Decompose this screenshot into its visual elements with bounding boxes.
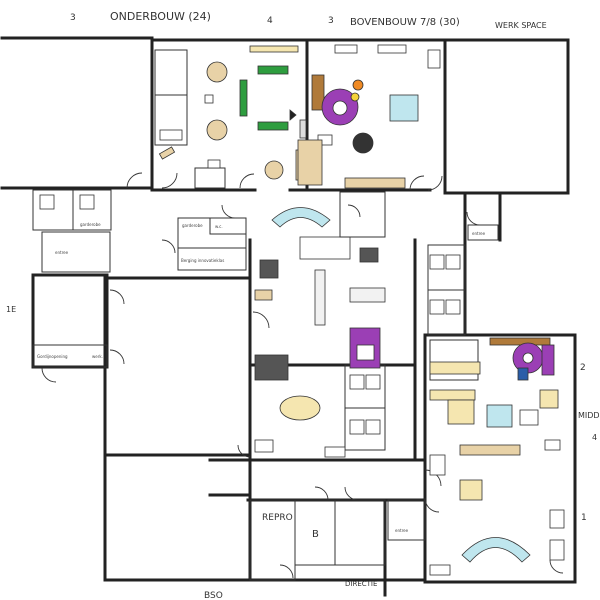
label-4: 4	[267, 16, 273, 26]
label-3-top-left: 3	[70, 13, 76, 23]
label-41: 4	[592, 433, 597, 442]
label-3-mid: 3	[328, 16, 334, 26]
label-garderobe-left: garderobe	[80, 222, 101, 227]
label-2: 2	[580, 363, 586, 373]
walls	[0, 36, 577, 597]
furniture-right-wing	[429, 337, 565, 576]
label-wc: w.c.	[215, 224, 223, 229]
thin-walls	[32, 49, 499, 581]
label-gordijnopening: Gordijnopening	[37, 354, 68, 359]
label-berging: Berging innovatieklas	[181, 258, 224, 263]
label-repro: REPRO	[262, 513, 293, 523]
door-swings	[41, 172, 564, 579]
label-middenbouw: MIDDEN	[578, 411, 600, 420]
label-bovenbouw: BOVENBOUW 7/8 (30)	[350, 17, 460, 28]
label-entree-left: entree	[55, 250, 69, 255]
restroom-stalls	[39, 194, 461, 435]
label-entree-right: entree	[472, 231, 486, 236]
furniture-central	[254, 207, 386, 458]
label-werk: werk.	[92, 354, 103, 359]
label-1: 1	[581, 513, 587, 523]
furniture-classroom-3	[297, 44, 441, 189]
label-garderobe-mid: garderobe	[182, 223, 203, 228]
furniture-classroom-4	[158, 45, 307, 181]
label-b: B	[312, 529, 319, 540]
label-entree-bottom: entree	[395, 528, 409, 533]
label-onderbouw: ONDERBOUW (24)	[110, 10, 211, 23]
label-left-mark: 1E	[6, 305, 16, 314]
label-directie: DIRECTIE	[345, 580, 377, 588]
label-werkspace: WERK SPACE	[495, 21, 547, 30]
label-bso: BSO	[204, 591, 223, 600]
